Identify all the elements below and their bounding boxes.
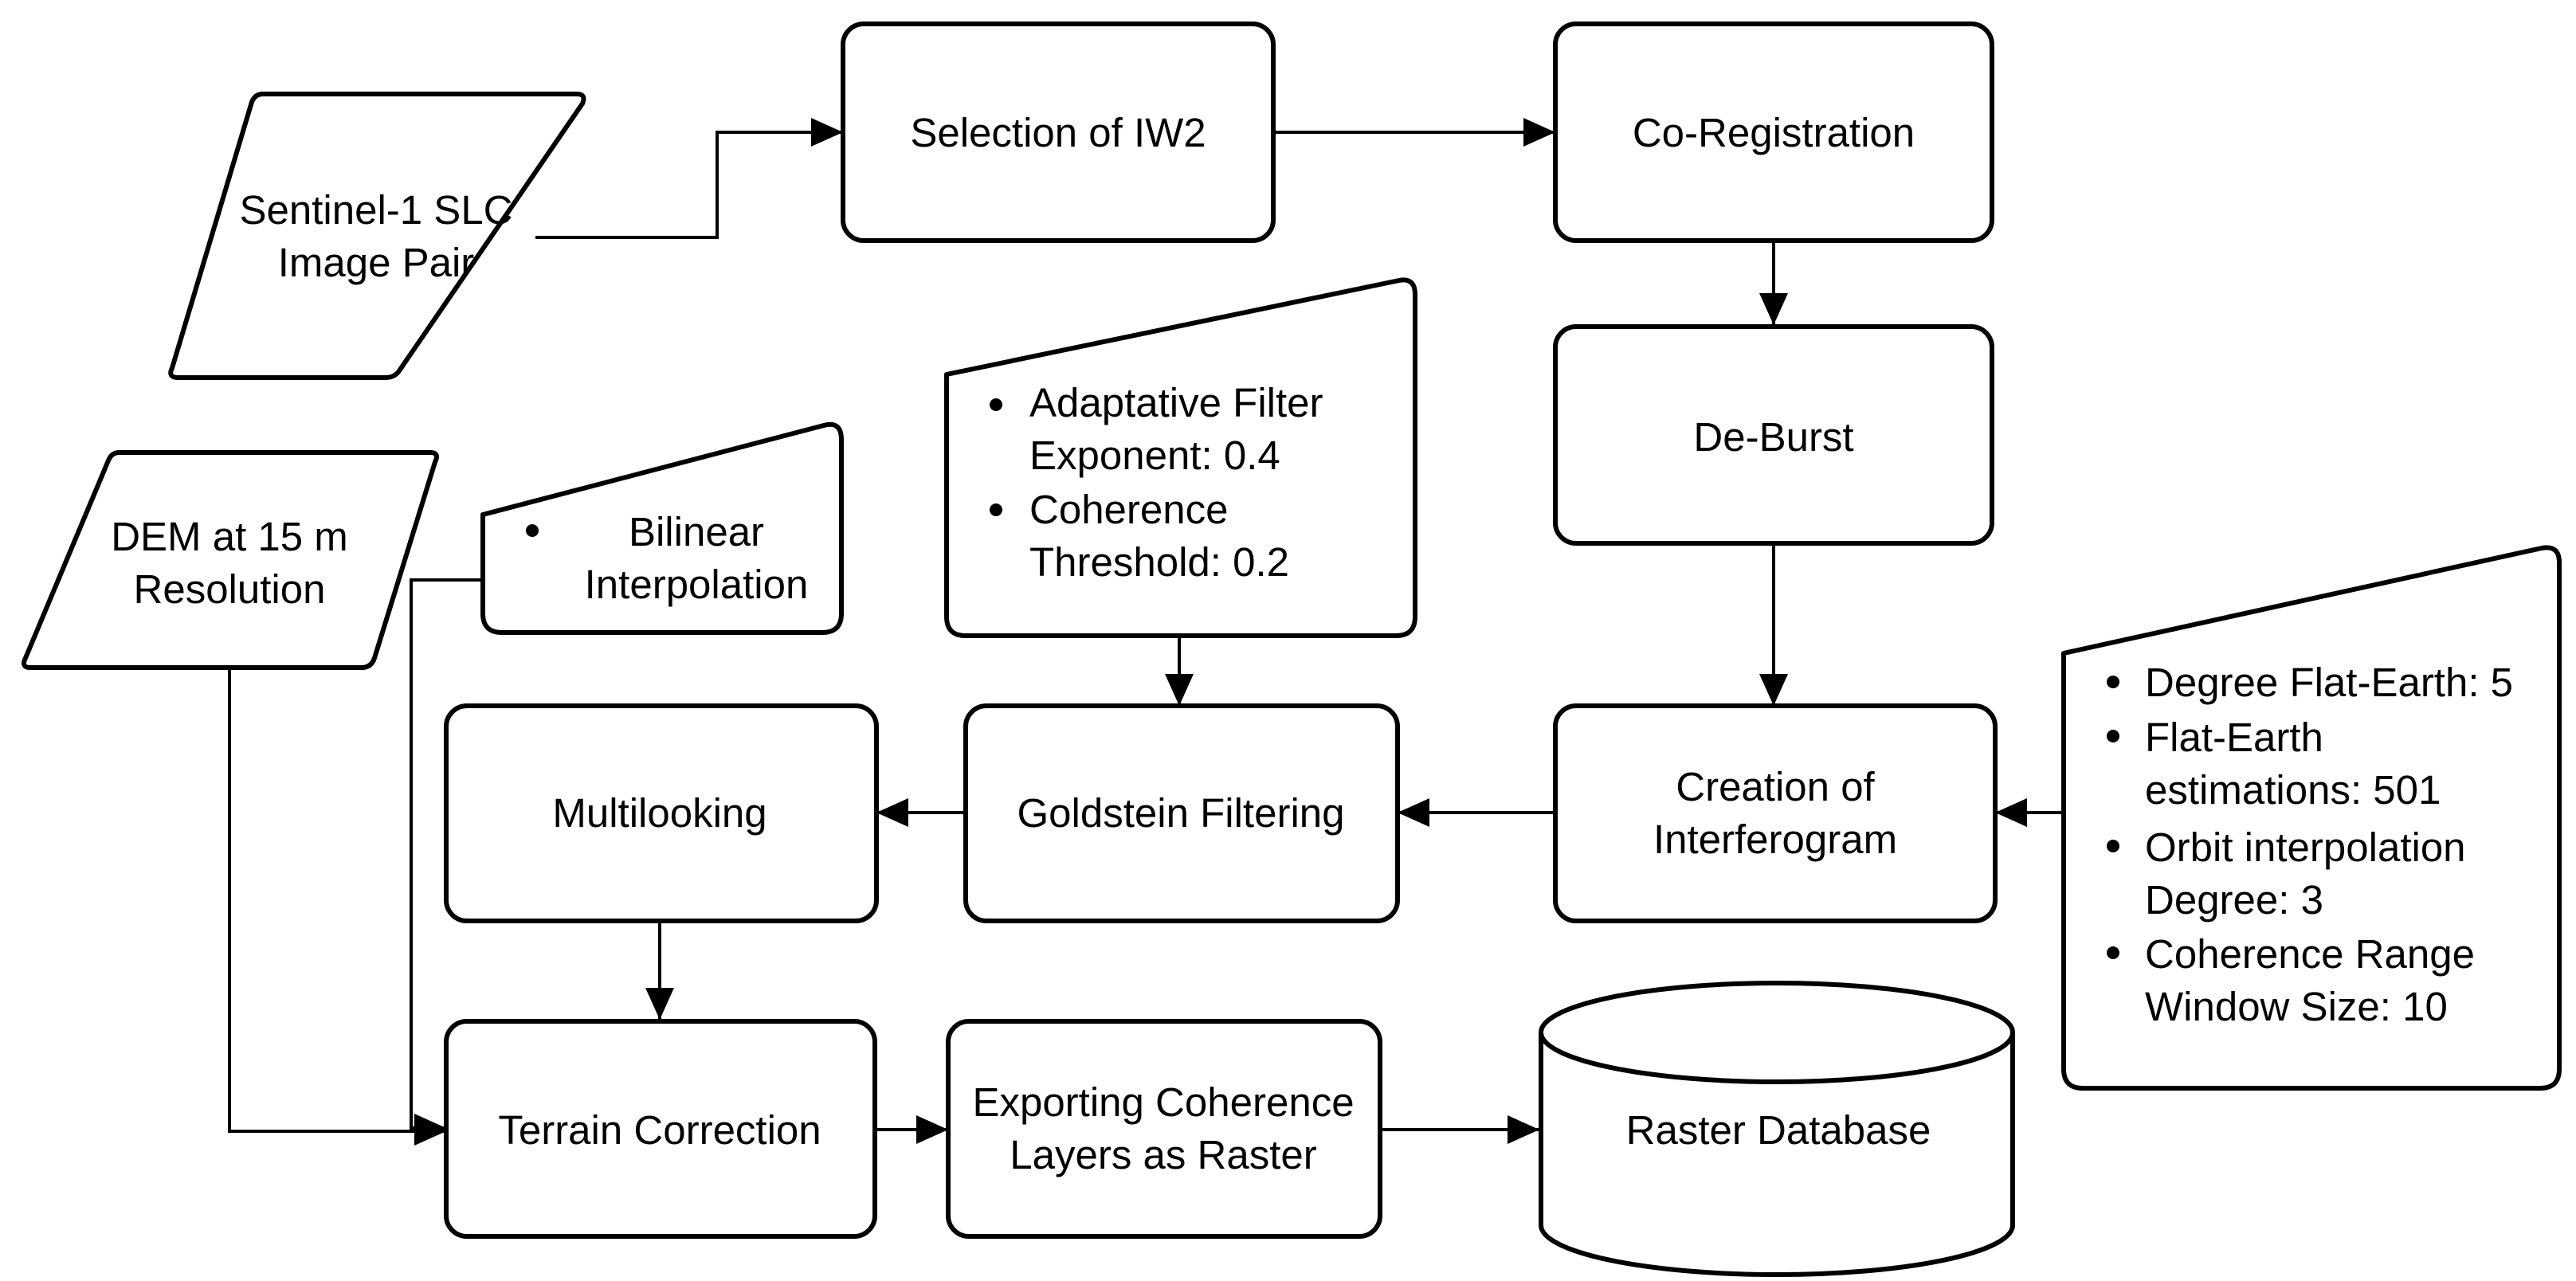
multilooking-process-shape (444, 703, 879, 923)
deburst-process-shape (1553, 324, 1994, 546)
raster-db-shape (1539, 981, 2015, 1277)
interferogram-param-bullet (2107, 946, 2119, 959)
raster-db-top-rim (1539, 1032, 2015, 1084)
coreg-process-shape (1553, 22, 1994, 243)
bilinear-bullet (526, 524, 539, 537)
interferogram-param-label: Degree Flat-Earth: 5 (2145, 660, 2513, 705)
goldstein-process-shape (963, 703, 1400, 923)
connectors (228, 118, 2064, 1146)
raster-db-label: Raster Database (1626, 1107, 1931, 1153)
interferogram-param-bullet (2107, 840, 2119, 852)
deburst-label: De-Burst (1693, 414, 1853, 460)
multilooking-label: Multilooking (552, 790, 767, 836)
iw2-label: Selection of IW2 (910, 110, 1206, 155)
terrain-process-shape (444, 1019, 877, 1239)
goldstein-param-bullet (990, 398, 1002, 411)
coreg-label: Co-Registration (1633, 110, 1915, 155)
arrow-sentinel-to-iw2 (535, 118, 843, 239)
interferogram-process-shape (1553, 703, 1998, 923)
terrain-label: Terrain Correction (498, 1107, 821, 1153)
goldstein-params-note-shape (944, 277, 1417, 638)
sentinel-input-shape (168, 92, 586, 380)
interferogram-param-bullet (2107, 730, 2119, 742)
shapes (22, 22, 2562, 1277)
goldstein-label: Goldstein Filtering (1017, 790, 1344, 836)
arrow-dem-to-terrain (228, 668, 446, 1146)
iw2-process-shape (841, 22, 1276, 243)
dem-input-shape (22, 450, 439, 670)
interferogram-param-bullet (2107, 676, 2119, 688)
goldstein-param-bullet (990, 503, 1002, 516)
interferogram-params-note-shape (2061, 545, 2562, 1091)
exporting-process-shape (946, 1019, 1382, 1239)
bilinear-note-shape (480, 421, 844, 635)
